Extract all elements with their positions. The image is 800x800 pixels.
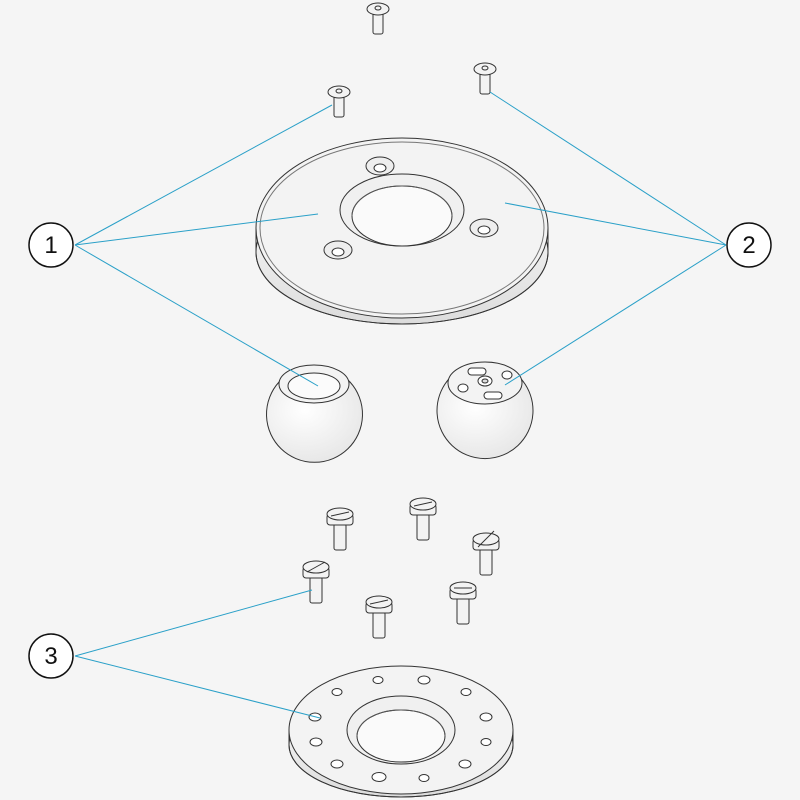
plate-hole-left — [323, 240, 353, 260]
flange-holes — [308, 675, 493, 782]
callout-1-circle — [28, 222, 74, 268]
callout-3: 3 — [28, 633, 74, 679]
top-screw-left — [327, 85, 351, 118]
screw-mid-6 — [365, 595, 393, 639]
screw-mid-2 — [409, 497, 437, 541]
callout-3-label: 3 — [44, 643, 57, 670]
top-screw-right — [473, 62, 497, 95]
callout-2: 2 — [726, 222, 772, 268]
callout-1-label: 1 — [44, 232, 57, 259]
ball-right — [436, 361, 534, 460]
top-plate — [255, 137, 549, 325]
top-screw-center — [366, 2, 390, 35]
plate-hole-top — [365, 156, 395, 176]
bottom-flange — [288, 665, 514, 798]
plate-hole-right — [469, 218, 499, 238]
screw-mid-5 — [449, 581, 477, 625]
ball-left — [266, 364, 363, 463]
callout-2-circle — [726, 222, 772, 268]
leader-lines-1 — [74, 104, 333, 387]
callout-1: 1 — [28, 222, 74, 268]
callout-2-label: 2 — [742, 232, 755, 259]
screw-mid-4 — [302, 560, 330, 604]
screw-mid-1 — [326, 507, 354, 551]
callout-3-circle — [28, 633, 74, 679]
screw-mid-3 — [472, 530, 500, 576]
leader-lines-3 — [74, 589, 321, 719]
leader-lines — [74, 91, 727, 719]
leader-lines-2 — [489, 91, 727, 386]
